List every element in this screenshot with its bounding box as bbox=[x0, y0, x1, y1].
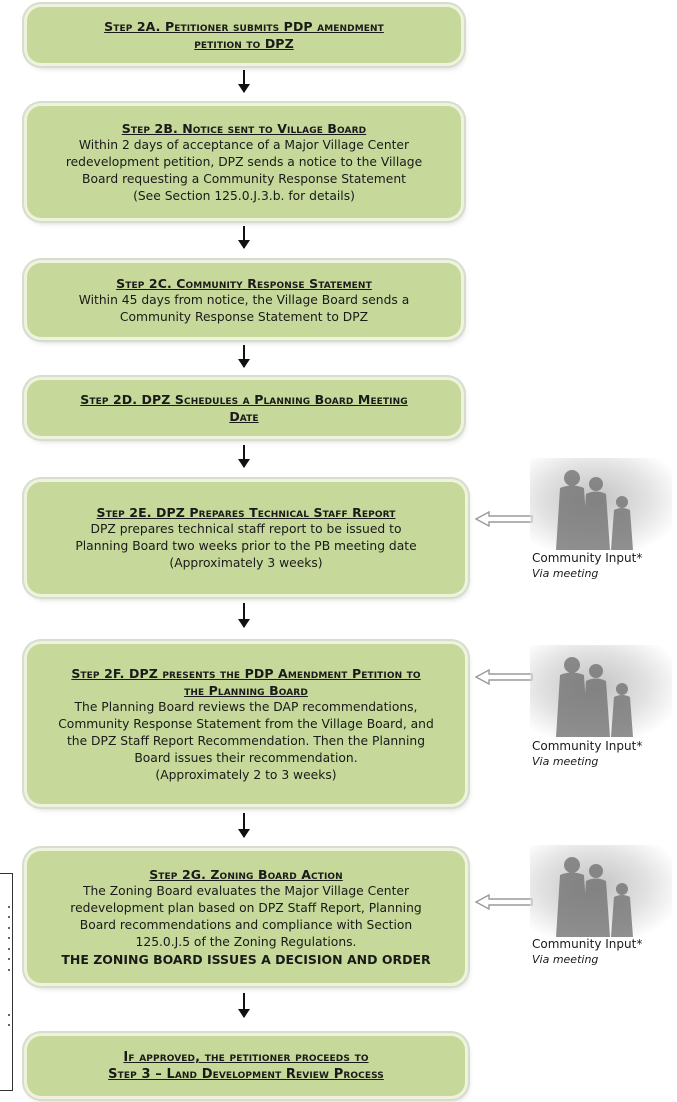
step-2g-line: redevelopment plan based on DPZ Staff Re… bbox=[70, 900, 422, 915]
cropped-side-note bbox=[0, 873, 13, 1091]
step-2c-title: Step 2C. Community Response Statement bbox=[116, 275, 372, 291]
step-2f-line: Community Response Statement from the Vi… bbox=[58, 716, 434, 731]
step-2e-body: DPZ prepares technical staff report to b… bbox=[75, 521, 416, 572]
hollow-left-arrow-icon bbox=[474, 669, 533, 685]
step-2g-body: The Zoning Board evaluates the Major Vil… bbox=[70, 883, 421, 951]
step-2g-box: Step 2G. Zoning Board Action The Zoning … bbox=[27, 851, 465, 983]
step-2g-title: Step 2G. Zoning Board Action bbox=[149, 866, 343, 882]
step-2g-decision: THE ZONING BOARD ISSUES A DECISION AND O… bbox=[61, 951, 431, 967]
step-2f-line: the DPZ Staff Report Recommendation. The… bbox=[66, 733, 425, 748]
step-2f-box: Step 2F. DPZ presents the PDP Amendment … bbox=[27, 644, 465, 804]
arrow-2f-2g bbox=[238, 813, 250, 838]
step-2e-box: Step 2E. DPZ Prepares Technical Staff Re… bbox=[27, 482, 465, 594]
step-2a-box: Step 2A. Petitioner submits PDP amendmen… bbox=[27, 7, 461, 63]
community-input-title: Community Input* bbox=[532, 739, 643, 753]
step-2b-line: Within 2 days of acceptance of a Major V… bbox=[78, 137, 410, 152]
community-input-sub: Via meeting bbox=[532, 567, 599, 580]
step-2a-title: Step 2A. Petitioner submits PDP amendmen… bbox=[104, 18, 384, 52]
step-2b-body: Within 2 days of acceptance of a Major V… bbox=[66, 137, 422, 205]
step-2d-box: Step 2D. DPZ Schedules a Planning Board … bbox=[27, 380, 461, 436]
step-2e-line: DPZ prepares technical staff report to b… bbox=[90, 522, 402, 536]
step-3-box: If approved, the petitioner proceeds to … bbox=[27, 1036, 465, 1096]
step-2g-line: The Zoning Board evaluates the Major Vil… bbox=[82, 883, 410, 898]
community-input-title: Community Input* bbox=[532, 551, 643, 565]
arrow-2a-2b bbox=[238, 70, 250, 93]
step-2e-title: Step 2E. DPZ Prepares Technical Staff Re… bbox=[96, 505, 396, 520]
step-2c-line: Community Response Statement to DPZ bbox=[119, 309, 369, 324]
step-2b-line: Board requesting a Community Response St… bbox=[82, 171, 406, 186]
step-2f-line: Board issues their recommendation. bbox=[134, 750, 358, 765]
step-2a-title-line2: petition to DPZ bbox=[194, 36, 294, 51]
step-3-title-line1: If approved, the petitioner proceeds to bbox=[123, 1050, 369, 1065]
step-2b-line: redevelopment petition, DPZ sends a noti… bbox=[65, 154, 423, 169]
family-silhouette-icon bbox=[530, 845, 672, 937]
family-silhouette-icon bbox=[530, 458, 672, 550]
step-2e-line: (Approximately 3 weeks) bbox=[169, 556, 323, 570]
step-2g-line: 125.0.J.5 of the Zoning Regulations. bbox=[135, 934, 357, 949]
arrow-2d-2e bbox=[238, 445, 250, 468]
step-2c-body: Within 45 days from notice, the Village … bbox=[79, 292, 410, 326]
step-2d-title-line2: Date bbox=[229, 409, 259, 424]
arrow-2g-3 bbox=[238, 993, 250, 1018]
step-2b-title: Step 2B. Notice sent to Village Board bbox=[121, 120, 367, 136]
step-3-title: If approved, the petitioner proceeds to … bbox=[108, 1049, 384, 1083]
community-input-label: Community Input* Via meeting bbox=[532, 551, 642, 581]
step-2f-title-line1: Step 2F. DPZ presents the PDP Amendment … bbox=[71, 665, 421, 681]
community-input-title: Community Input* bbox=[532, 937, 643, 951]
step-2d-title: Step 2D. DPZ Schedules a Planning Board … bbox=[80, 391, 408, 425]
step-2f-body: The Planning Board reviews the DAP recom… bbox=[58, 699, 434, 784]
family-silhouette-icon bbox=[530, 645, 672, 737]
community-input-sub: Via meeting bbox=[532, 755, 599, 768]
step-2c-box: Step 2C. Community Response Statement Wi… bbox=[27, 263, 461, 337]
step-2c-line: Within 45 days from notice, the Village … bbox=[78, 292, 410, 307]
hollow-left-arrow-icon bbox=[474, 511, 533, 527]
step-2d-title-line1: Step 2D. DPZ Schedules a Planning Board … bbox=[80, 392, 408, 407]
arrow-2b-2c bbox=[238, 226, 250, 249]
community-input-sub: Via meeting bbox=[532, 953, 599, 966]
step-3-title-line2: Step 3 – Land Development Review Process bbox=[108, 1067, 384, 1082]
step-2b-box: Step 2B. Notice sent to Village Board Wi… bbox=[27, 106, 461, 218]
community-input-label: Community Input* Via meeting bbox=[532, 739, 642, 769]
step-2e-line: Planning Board two weeks prior to the PB… bbox=[75, 539, 417, 553]
step-2b-line: (See Section 125.0.J.3.b. for details) bbox=[133, 188, 355, 203]
step-2a-title-line1: Step 2A. Petitioner submits PDP amendmen… bbox=[104, 19, 384, 34]
arrow-2e-2f bbox=[238, 603, 250, 628]
step-2f-line: (Approximately 2 to 3 weeks) bbox=[155, 767, 337, 782]
step-2f-title-line2: the Planning Board bbox=[184, 682, 308, 698]
arrow-2c-2d bbox=[238, 345, 250, 368]
step-2f-line: The Planning Board reviews the DAP recom… bbox=[74, 699, 418, 714]
hollow-left-arrow-icon bbox=[474, 894, 533, 910]
step-2g-line: Board recommendations and compliance wit… bbox=[79, 917, 413, 932]
community-input-label: Community Input* Via meeting bbox=[532, 937, 642, 967]
step-2f-title: Step 2F. DPZ presents the PDP Amendment … bbox=[71, 665, 420, 699]
